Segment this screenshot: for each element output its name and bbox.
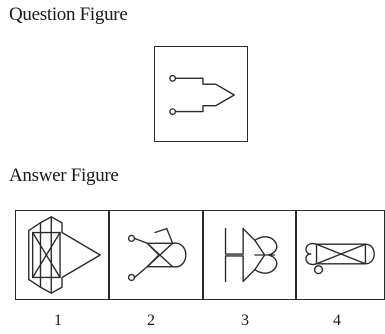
answer-option-1-label: 1 <box>54 312 62 329</box>
answer-option-1-figure[interactable] <box>16 211 108 299</box>
answer-divider-3 <box>295 211 297 299</box>
option4-rectangle <box>315 243 367 265</box>
option2-upper-loop <box>127 234 136 242</box>
option2-cross-b <box>146 242 174 268</box>
answer-option-4-figure[interactable] <box>296 211 384 299</box>
question-figure-heading: Question Figure <box>9 4 128 25</box>
answer-option-3-drawing <box>224 227 278 283</box>
option1-rectangle <box>31 231 61 279</box>
option4-bottom-loop <box>313 265 324 275</box>
option2-left-path <box>133 237 160 279</box>
option4-left-upper-lobe <box>305 242 318 255</box>
answer-option-4-label: 4 <box>333 312 341 329</box>
question-figure-box <box>154 46 248 142</box>
option2-right-arc <box>171 242 187 268</box>
question-arrow-outline <box>174 77 235 113</box>
answer-option-2-label: 2 <box>147 312 155 329</box>
answer-divider-1 <box>108 211 110 299</box>
answer-figure-heading: Answer Figure <box>9 165 119 186</box>
answer-figures-strip <box>15 210 385 300</box>
answer-option-4-drawing <box>305 242 375 275</box>
question-lower-loop <box>169 108 177 116</box>
question-upper-loop <box>169 74 177 82</box>
option3-lower-cup <box>224 255 244 283</box>
answer-option-3-label: 3 <box>241 312 249 329</box>
option4-left-lower-lobe <box>305 253 318 266</box>
option3-upper-cup <box>224 227 244 255</box>
question-figure-drawing <box>169 74 235 116</box>
answer-option-2-drawing <box>127 227 187 282</box>
answer-option-3-figure[interactable] <box>203 211 295 299</box>
option2-lower-loop <box>127 273 136 282</box>
option4-right-arc <box>364 243 375 265</box>
answer-option-2-figure[interactable] <box>109 211 202 299</box>
option4-cross-b <box>315 243 367 265</box>
option2-upper-tip <box>154 227 168 234</box>
option1-outer-shape <box>28 216 101 294</box>
option2-upper-arm <box>166 227 174 244</box>
option1-diagonal-b <box>31 231 61 279</box>
answer-divider-2 <box>202 211 204 299</box>
answer-option-1-drawing <box>28 216 101 294</box>
